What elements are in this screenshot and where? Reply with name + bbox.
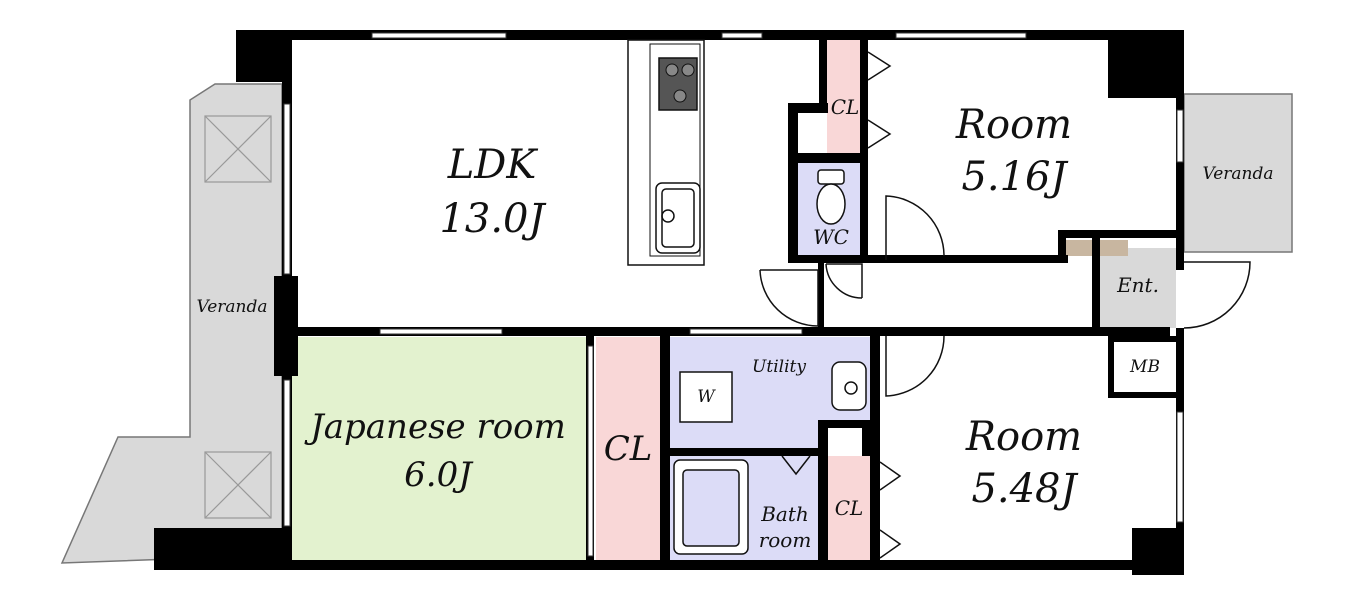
room-lower-size: 5.48J	[971, 466, 1078, 512]
utility-label: Utility	[752, 357, 806, 377]
room-upper-label: Room	[955, 102, 1072, 148]
japanese-room-size: 6.0J	[404, 455, 474, 495]
closet-upper-label: CL	[831, 95, 860, 119]
toilet-icon	[816, 169, 846, 225]
japanese-room-floor	[292, 337, 588, 560]
bath-label-line2: room	[759, 528, 812, 552]
veranda-left-label: Veranda	[196, 297, 267, 317]
closet-lower-label: CL	[835, 496, 864, 520]
entrance-label: Ent.	[1116, 273, 1159, 297]
entrance-floor	[1100, 248, 1176, 328]
mb-label: MB	[1129, 357, 1160, 377]
closet-big-label: CL	[604, 429, 653, 469]
ldk-label: LDK	[447, 142, 539, 188]
room-upper-size: 5.16J	[961, 154, 1068, 200]
closet-lower-floor	[828, 456, 870, 560]
drain-upper-icon	[204, 115, 272, 183]
closet-big-floor	[596, 337, 660, 560]
windows	[283, 32, 1184, 557]
wc-label: WC	[813, 225, 849, 249]
small-storage	[828, 428, 862, 448]
doors	[759, 51, 1251, 559]
veranda-right-label: Veranda	[1202, 164, 1273, 184]
washer-label: W	[697, 387, 716, 407]
stove-icon	[658, 57, 698, 111]
washer-box	[679, 371, 733, 423]
ldk-size: 13.0J	[439, 196, 546, 242]
drain-lower-icon	[204, 451, 272, 519]
room-lower-label: Room	[965, 414, 1082, 460]
veranda-left-area	[60, 83, 283, 564]
japanese-room-label: Japanese room	[304, 407, 566, 447]
closet-upper-floor	[827, 40, 862, 156]
bathtub-icon	[673, 459, 749, 555]
wash-basin-icon	[831, 361, 867, 411]
kitchen-sink-icon	[655, 182, 701, 254]
veranda-right-area	[1183, 93, 1293, 253]
bath-label-line1: Bath	[760, 502, 809, 526]
